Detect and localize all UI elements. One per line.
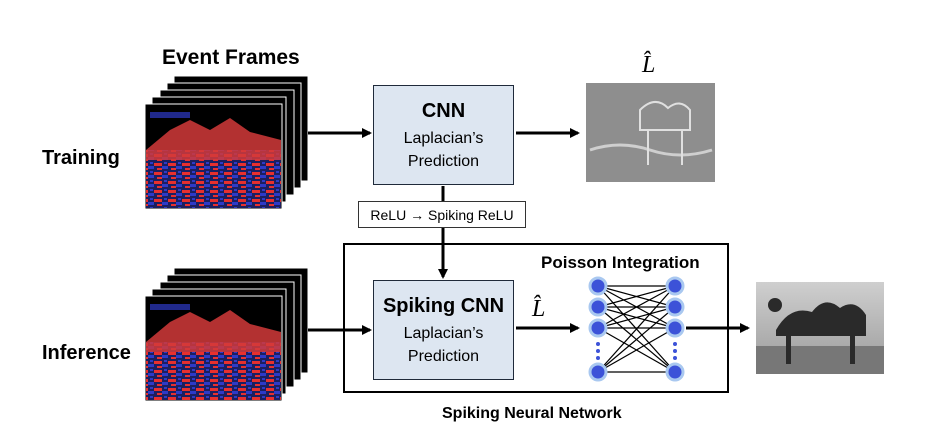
poisson-label: Poisson Integration	[541, 253, 700, 272]
l-hat-top: L̂	[642, 52, 656, 78]
spiking-cnn-line2: Prediction	[407, 348, 480, 365]
snn-frame	[343, 243, 729, 393]
spiking-cnn-line1: Laplacian’s	[403, 325, 484, 342]
cnn-box: CNN Laplacian’s Prediction	[373, 85, 514, 185]
l-hat-mid: L̂	[532, 296, 546, 322]
relu-conversion-box: ReLU → Spiking ReLU	[358, 201, 526, 228]
spiking-cnn-title: Spiking CNN	[382, 295, 505, 317]
snn-label: Spiking Neural Network	[442, 405, 622, 422]
poisson-network	[597, 285, 676, 373]
laplacian-output-image	[586, 83, 715, 182]
event-frames-label: Event Frames	[162, 46, 300, 69]
neuron-nodes	[588, 276, 685, 382]
cnn-line1: Laplacian’s	[403, 130, 484, 147]
reconstructed-output-image	[756, 282, 884, 374]
inference-label: Inference	[42, 342, 131, 364]
training-label: Training	[42, 147, 120, 169]
spiking-cnn-box: Spiking CNN Laplacian’s Prediction	[373, 280, 514, 380]
cnn-line2: Prediction	[407, 153, 480, 170]
cnn-title: CNN	[421, 100, 466, 122]
event-stack-inference	[144, 267, 309, 402]
event-stack-training	[144, 75, 309, 210]
ellipsis-dots	[596, 342, 677, 360]
